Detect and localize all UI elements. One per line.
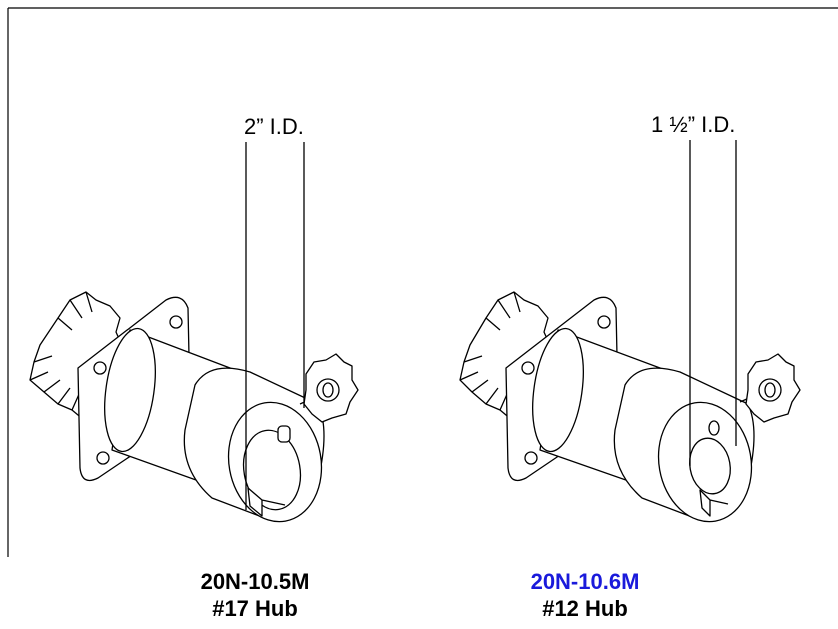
right-dimension-lines bbox=[689, 140, 737, 466]
right-hub-assembly bbox=[459, 140, 801, 523]
right-sleeve bbox=[613, 367, 755, 523]
right-caption: 20N-10.6M #12 Hub bbox=[475, 568, 695, 622]
left-hub-assembly bbox=[29, 142, 359, 523]
left-knob bbox=[299, 353, 359, 423]
left-model-number: 20N-10.5M bbox=[200, 569, 310, 594]
left-dimension-lines bbox=[245, 142, 305, 510]
right-knob bbox=[739, 353, 801, 423]
left-dimension-label: 2” I.D. bbox=[244, 114, 304, 139]
left-caption: 20N-10.5M #17 Hub bbox=[145, 568, 365, 622]
left-sleeve bbox=[183, 367, 325, 523]
right-dimension-label: 1 ½” I.D. bbox=[651, 112, 735, 137]
right-hub-size: #12 Hub bbox=[542, 596, 628, 621]
left-hub-size: #17 Hub bbox=[212, 596, 298, 621]
frame-border bbox=[7, 7, 838, 557]
right-model-number: 20N-10.6M bbox=[530, 569, 640, 594]
